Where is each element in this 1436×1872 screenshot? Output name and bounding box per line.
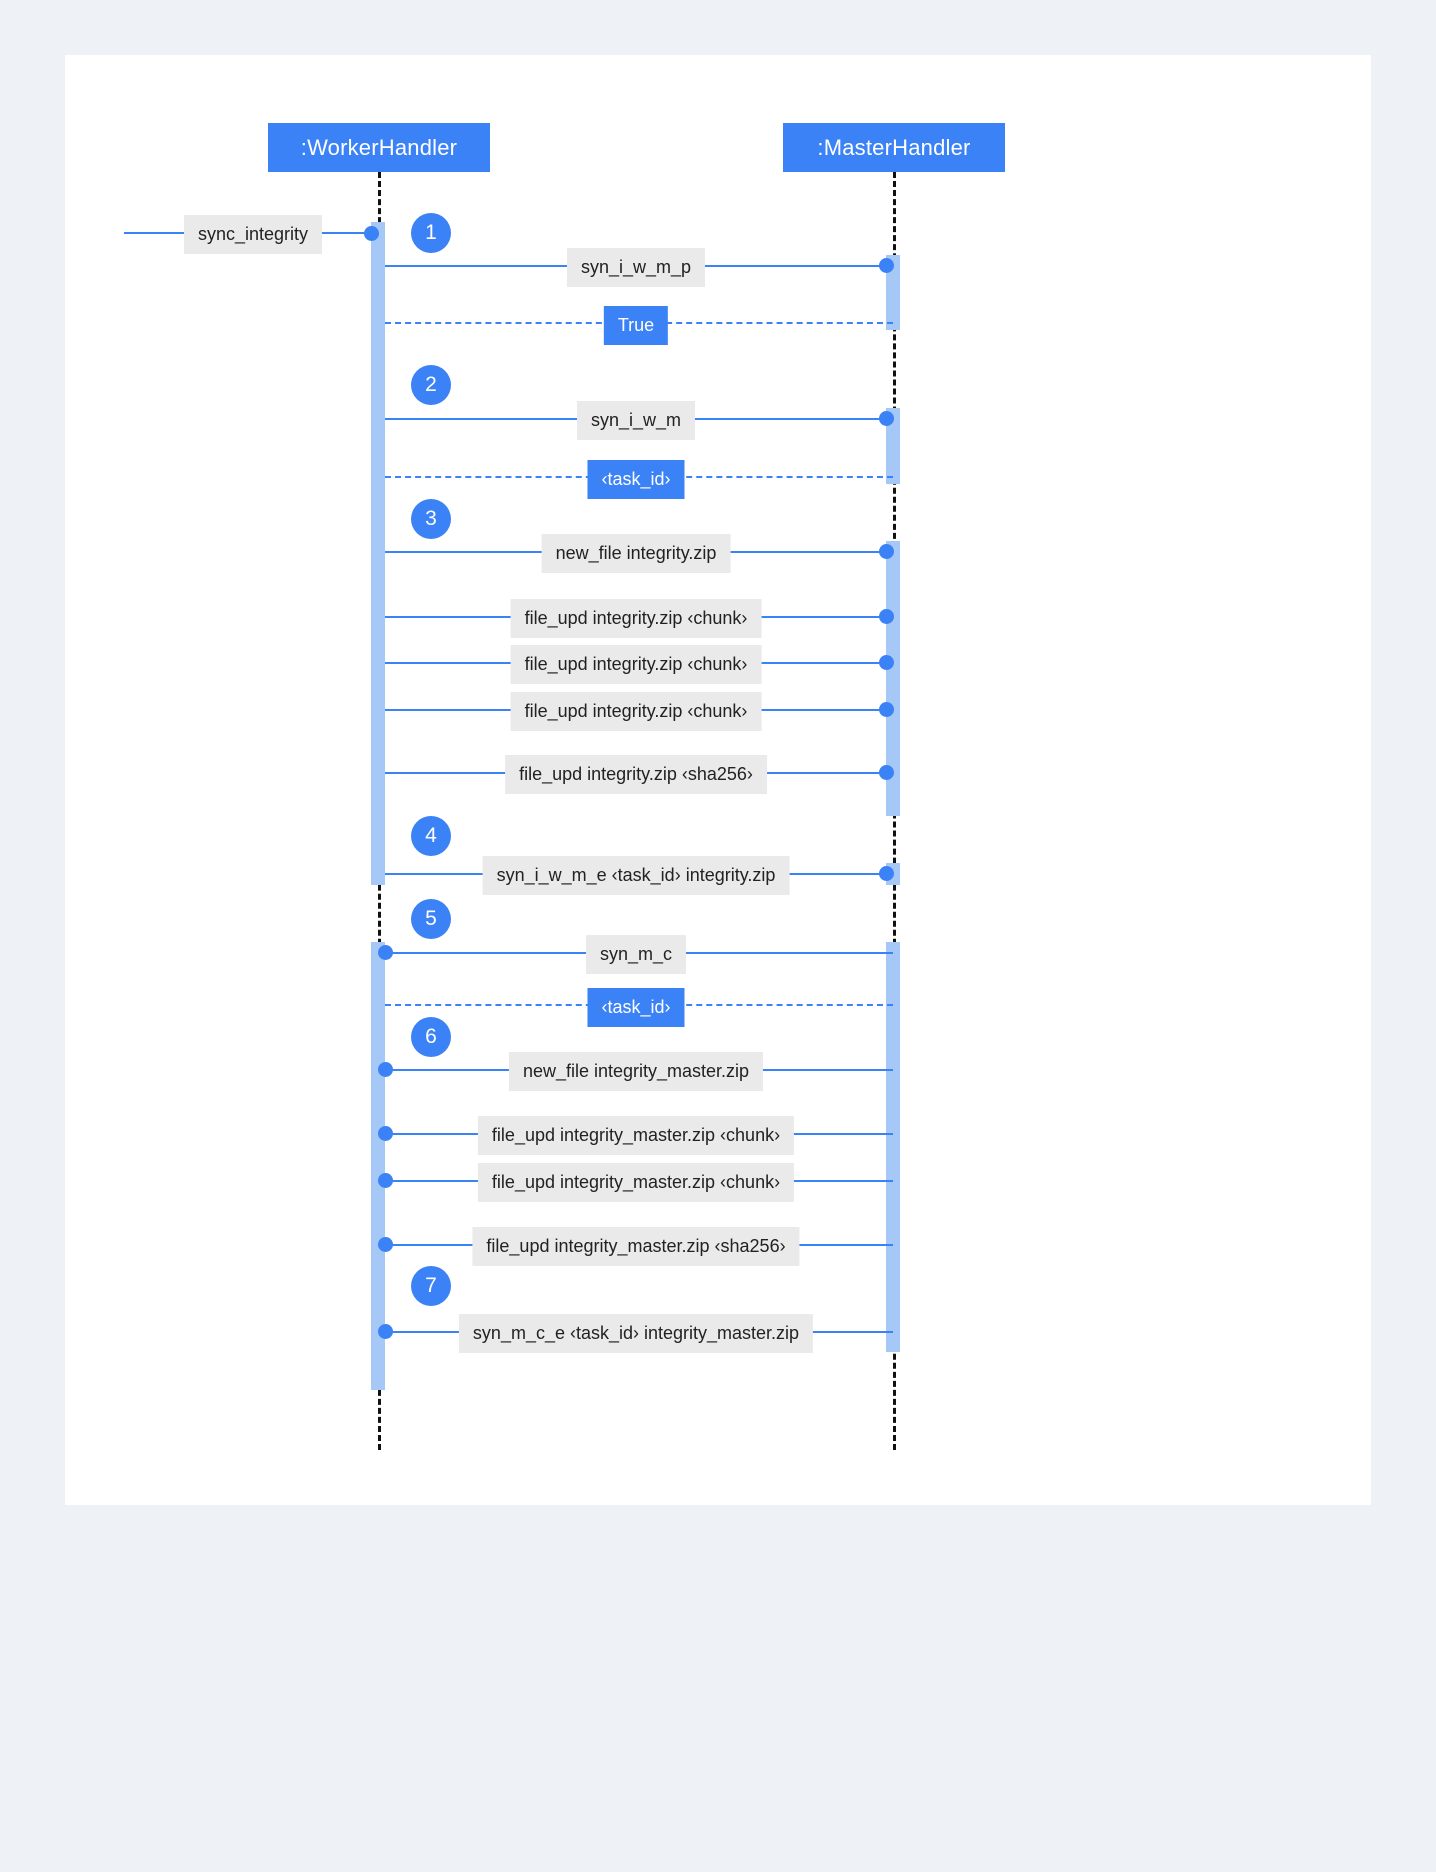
message-label-m14: file_upd integrity_master.zip ‹chunk›	[477, 1116, 795, 1155]
message-dot-m14	[378, 1126, 393, 1141]
found-message-dot	[364, 226, 379, 241]
activation-worker-1	[371, 222, 385, 885]
message-label-m3: syn_i_w_m	[576, 401, 696, 440]
message-dot-m6	[879, 609, 894, 624]
activation-master-1	[886, 255, 900, 330]
message-label-m7: file_upd integrity.zip ‹chunk›	[510, 645, 762, 684]
message-dot-m1	[879, 258, 894, 273]
message-dot-m17	[378, 1324, 393, 1339]
activation-master-2	[886, 408, 900, 484]
message-dot-m9	[879, 765, 894, 780]
actor-master-handler[interactable]: :MasterHandler	[783, 123, 1005, 172]
step-badge-4: 4	[411, 816, 451, 856]
message-label-m5: new_file integrity.zip	[541, 534, 731, 573]
message-label-m16: file_upd integrity_master.zip ‹sha256›	[472, 1227, 800, 1266]
message-dot-m15	[378, 1173, 393, 1188]
message-label-m8: file_upd integrity.zip ‹chunk›	[510, 692, 762, 731]
message-label-m17: syn_m_c_e ‹task_id› integrity_master.zip	[458, 1314, 814, 1353]
message-label-m15: file_upd integrity_master.zip ‹chunk›	[477, 1163, 795, 1202]
step-badge-6: 6	[411, 1017, 451, 1057]
step-badge-3: 3	[411, 499, 451, 539]
step-badge-5: 5	[411, 899, 451, 939]
step-badge-7: 7	[411, 1266, 451, 1306]
message-dot-m11	[378, 945, 393, 960]
actor-worker-handler[interactable]: :WorkerHandler	[268, 123, 490, 172]
message-label-m11: syn_m_c	[585, 935, 687, 974]
message-label-m10: syn_i_w_m_e ‹task_id› integrity.zip	[482, 856, 790, 895]
activation-worker-2	[371, 942, 385, 1390]
message-dot-m10	[879, 866, 894, 881]
message-label-m2: True	[603, 306, 669, 345]
message-dot-m3	[879, 411, 894, 426]
message-dot-m13	[378, 1062, 393, 1077]
message-label-m12: ‹task_id›	[587, 988, 685, 1027]
activation-master-5	[886, 942, 900, 1352]
actor-master-handler-label: :MasterHandler	[817, 134, 971, 160]
found-message-label: sync_integrity	[183, 215, 323, 254]
step-badge-2: 2	[411, 365, 451, 405]
message-dot-m7	[879, 655, 894, 670]
message-dot-m16	[378, 1237, 393, 1252]
message-label-m6: file_upd integrity.zip ‹chunk›	[510, 599, 762, 638]
step-badge-1: 1	[411, 213, 451, 253]
message-dot-m8	[879, 702, 894, 717]
actor-worker-handler-label: :WorkerHandler	[300, 134, 458, 160]
message-label-m9: file_upd integrity.zip ‹sha256›	[505, 755, 767, 794]
message-label-m13: new_file integrity_master.zip	[508, 1052, 764, 1091]
message-label-m4: ‹task_id›	[587, 460, 685, 499]
message-dot-m5	[879, 544, 894, 559]
message-label-m1: syn_i_w_m_p	[566, 248, 706, 287]
